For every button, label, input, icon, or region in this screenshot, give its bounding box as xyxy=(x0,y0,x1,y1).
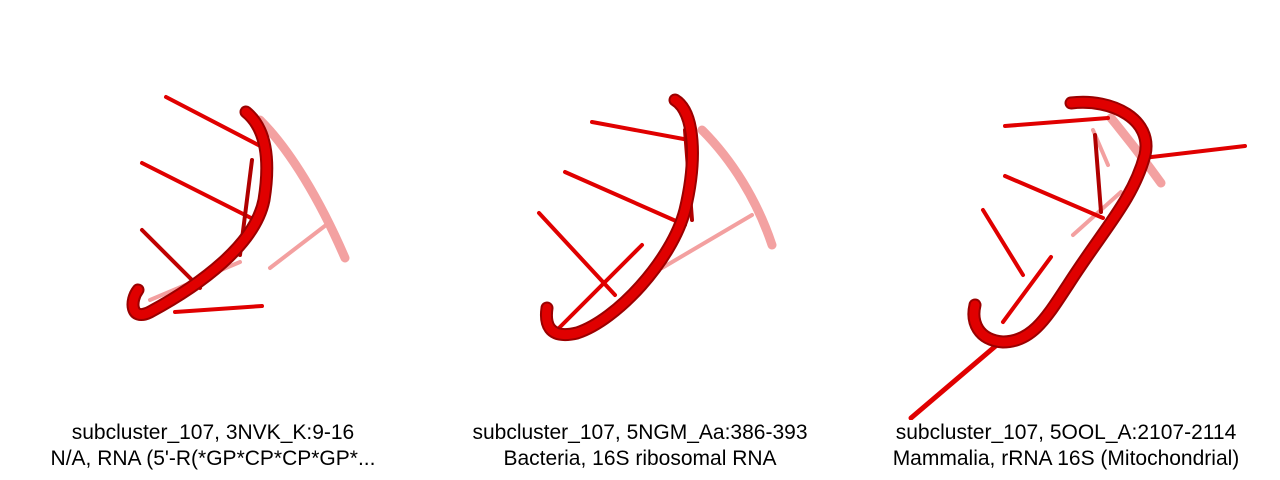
structure-subtitle-3: Mammalia, rRNA 16S (Mitochondrial) xyxy=(892,447,1240,470)
structure-title-1: subcluster_107, 3NVK_K:9-16 xyxy=(71,421,355,444)
structure-caption-3: subcluster_107, 5OOL_A:2107-2114 Mammali… xyxy=(853,420,1279,472)
structure-panel-3: subcluster_107, 5OOL_A:2107-2114 Mammali… xyxy=(853,0,1279,480)
structure-subtitle-2: Bacteria, 16S ribosomal RNA xyxy=(503,447,777,470)
rna-structure-render-2 xyxy=(537,93,777,341)
structure-panel-2: subcluster_107, 5NGM_Aa:386-393 Bacteria… xyxy=(427,0,853,480)
rna-structure-render-3 xyxy=(908,95,1247,420)
structure-title-2: subcluster_107, 5NGM_Aa:386-393 xyxy=(472,421,808,444)
structure-panel-1: subcluster_107, 3NVK_K:9-16 N/A, RNA (5'… xyxy=(0,0,426,480)
rna-structure-render-1 xyxy=(126,95,350,321)
structure-caption-1: subcluster_107, 3NVK_K:9-16 N/A, RNA (5'… xyxy=(0,420,426,472)
structure-subtitle-1: N/A, RNA (5'-R(*GP*CP*CP*GP*... xyxy=(50,447,376,470)
structure-title-3: subcluster_107, 5OOL_A:2107-2114 xyxy=(895,421,1237,444)
structure-caption-2: subcluster_107, 5NGM_Aa:386-393 Bacteria… xyxy=(427,420,853,472)
